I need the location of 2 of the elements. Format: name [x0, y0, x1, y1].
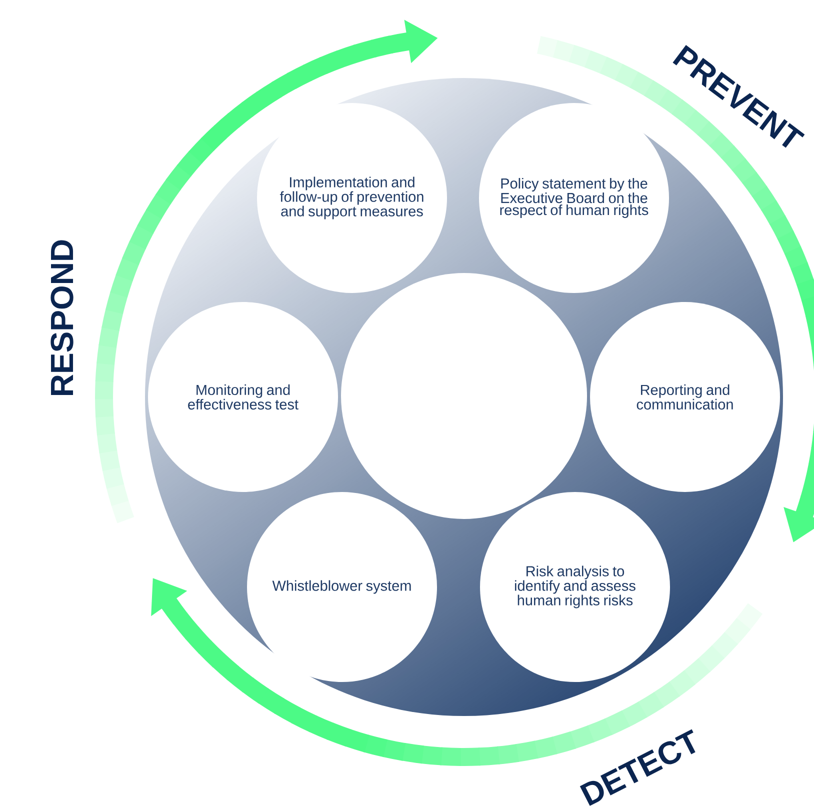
empty-circle	[341, 273, 587, 519]
phase-label: RESPOND	[50, 240, 74, 395]
